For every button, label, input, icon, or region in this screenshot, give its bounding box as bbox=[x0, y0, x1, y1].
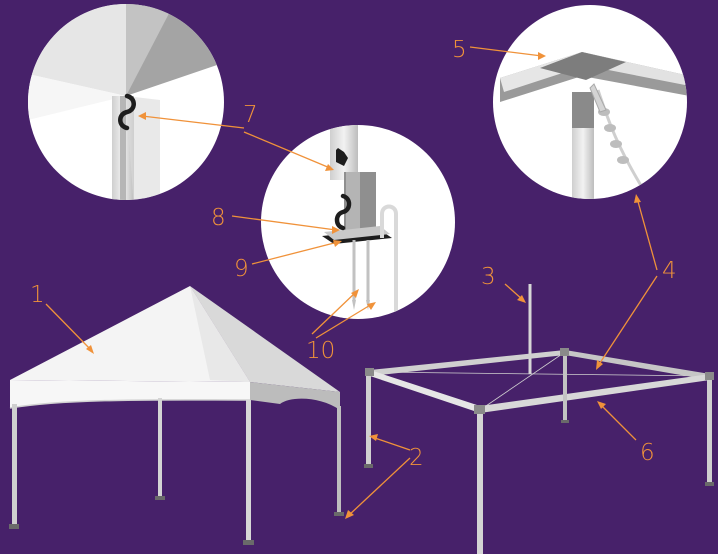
callout-4-label: 4 bbox=[662, 258, 677, 284]
tent-leg bbox=[246, 400, 251, 542]
callout-5-label: 5 bbox=[452, 37, 467, 63]
frame-leg bbox=[707, 380, 712, 484]
tent-leg bbox=[158, 398, 162, 498]
callout-10-label: 10 bbox=[306, 338, 335, 364]
frame-leg bbox=[477, 414, 483, 554]
callout-2-label: 2 bbox=[409, 445, 424, 471]
callout-1-label: 1 bbox=[30, 282, 45, 308]
tent-leg bbox=[337, 406, 341, 514]
callout-8-label: 8 bbox=[211, 205, 226, 231]
callout-9-label: 9 bbox=[234, 256, 249, 282]
tent-leg bbox=[12, 404, 17, 526]
frame-leg bbox=[563, 356, 567, 422]
callout-6-label: 6 bbox=[640, 440, 655, 466]
frame-leg bbox=[366, 376, 371, 466]
callout-3-label: 3 bbox=[481, 264, 496, 290]
callout-7-label: 7 bbox=[243, 102, 258, 128]
